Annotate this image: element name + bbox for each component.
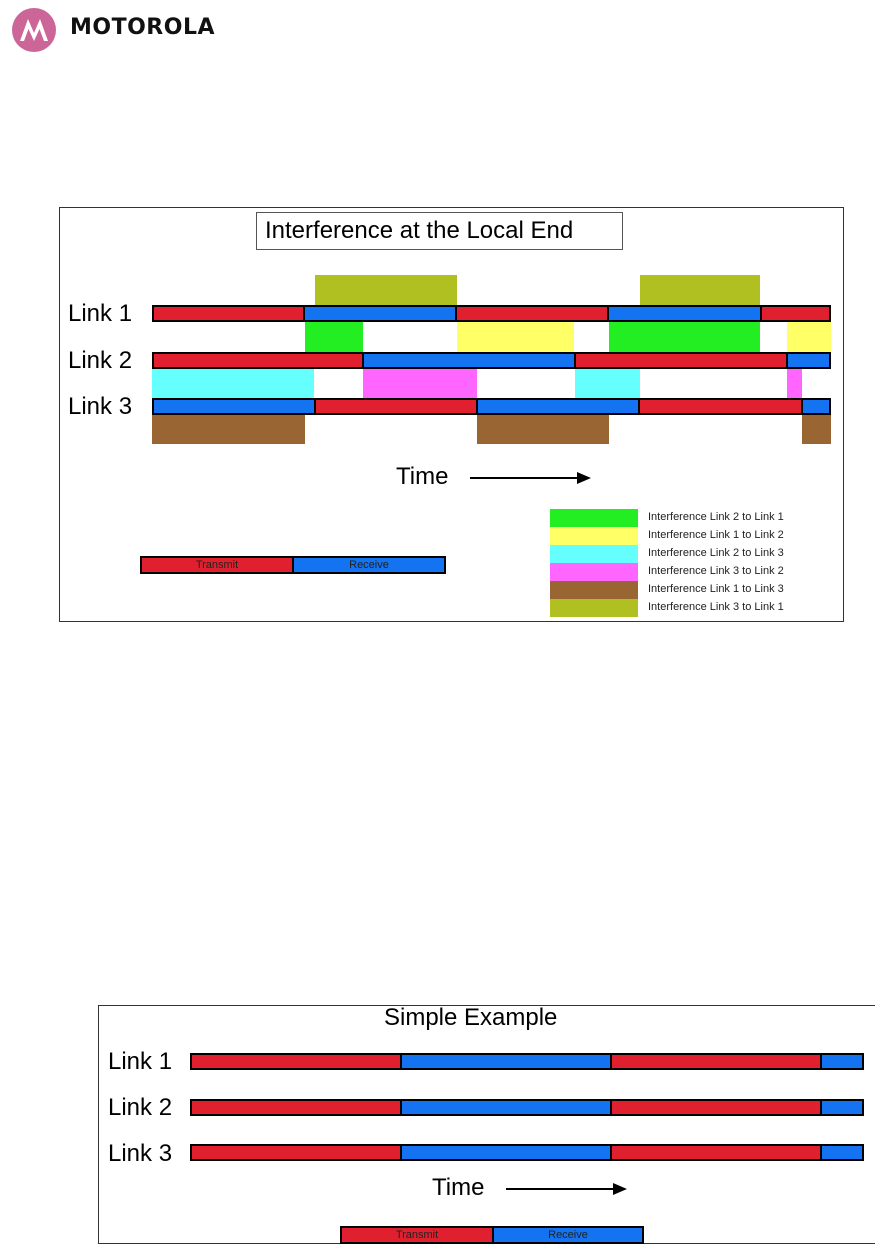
link-1-transmit-segment [760, 305, 831, 322]
link-1-receive-segment [400, 1053, 612, 1070]
receive-key: Receive [492, 1226, 644, 1244]
link-1-receive-segment [303, 305, 457, 322]
legend-label: Interference Link 1 to Link 3 [648, 583, 784, 595]
link-3-receive-segment [152, 398, 316, 415]
diagram-title: Interference at the Local End [256, 212, 623, 250]
link-1-receive-segment [607, 305, 762, 322]
interference-link2-to-link3 [575, 369, 640, 398]
legend-label: Interference Link 3 to Link 2 [648, 565, 784, 577]
interference-link3-to-link1 [640, 275, 760, 305]
link-1-receive-segment [820, 1053, 864, 1070]
link-1-transmit-segment [455, 305, 609, 322]
interference-link1-to-link2 [457, 322, 574, 352]
link-2-transmit-segment [152, 352, 364, 369]
link-1-label: Link 1 [108, 1048, 173, 1075]
interference-link2-to-link3 [152, 369, 314, 398]
link-1-transmit-segment [610, 1053, 822, 1070]
time-arrow-head-icon [577, 472, 591, 484]
legend-label: Interference Link 2 to Link 1 [648, 511, 784, 523]
interference-link1-to-link3 [477, 414, 609, 444]
legend-swatch [550, 563, 638, 581]
link-2-receive-segment [820, 1099, 864, 1116]
interference-link2-to-link1 [305, 322, 363, 352]
legend-swatch [550, 545, 638, 563]
link-3-receive-segment [476, 398, 640, 415]
link-2-label: Link 2 [108, 1094, 173, 1121]
link-2-transmit-segment [610, 1099, 822, 1116]
link-3-label: Link 3 [108, 1140, 173, 1167]
motorola-logo-icon [12, 8, 56, 52]
link-3-receive-segment [820, 1144, 864, 1161]
link-3-receive-segment [801, 398, 831, 415]
brand-wordmark: MOTOROLA [70, 15, 215, 40]
legend-label: Interference Link 1 to Link 2 [648, 529, 784, 541]
legend-swatch [550, 599, 638, 617]
link-3-transmit-segment [190, 1144, 402, 1161]
simple-example-diagram [98, 1005, 875, 1244]
link-1-label: Link 1 [68, 300, 133, 327]
interference-link1-to-link3 [152, 414, 305, 444]
link-2-label: Link 2 [68, 347, 133, 374]
interference-link1-to-link2 [787, 322, 831, 352]
legend-swatch [550, 527, 638, 545]
link-2-receive-segment [400, 1099, 612, 1116]
link-3-receive-segment [400, 1144, 612, 1161]
time-arrow-head-icon [613, 1183, 627, 1195]
link-3-label: Link 3 [68, 393, 133, 420]
time-arrow [506, 1188, 614, 1190]
interference-link3-to-link2 [363, 369, 477, 398]
transmit-key: Transmit [340, 1226, 494, 1244]
interference-link1-to-link3 [802, 414, 831, 444]
link-1-transmit-segment [190, 1053, 402, 1070]
link-3-transmit-segment [610, 1144, 822, 1161]
link-2-receive-segment [362, 352, 576, 369]
link-3-transmit-segment [638, 398, 803, 415]
diagram-title: Simple Example [384, 1004, 558, 1031]
link-3-transmit-segment [314, 398, 478, 415]
legend-swatch [550, 509, 638, 527]
interference-link3-to-link2 [787, 369, 802, 398]
interference-link3-to-link1 [315, 275, 457, 305]
legend-label: Interference Link 2 to Link 3 [648, 547, 784, 559]
time-label: Time [432, 1174, 485, 1201]
link-2-transmit-segment [190, 1099, 402, 1116]
time-arrow [470, 477, 578, 479]
link-1-transmit-segment [152, 305, 305, 322]
interference-link2-to-link1 [609, 322, 760, 352]
time-label: Time [396, 463, 449, 490]
legend-label: Interference Link 3 to Link 1 [648, 601, 784, 613]
legend-swatch [550, 581, 638, 599]
link-2-transmit-segment [574, 352, 788, 369]
transmit-key: Transmit [140, 556, 294, 574]
link-2-receive-segment [786, 352, 831, 369]
legend: Interference Link 2 to Link 1 Interferen… [550, 509, 840, 617]
receive-key: Receive [292, 556, 446, 574]
